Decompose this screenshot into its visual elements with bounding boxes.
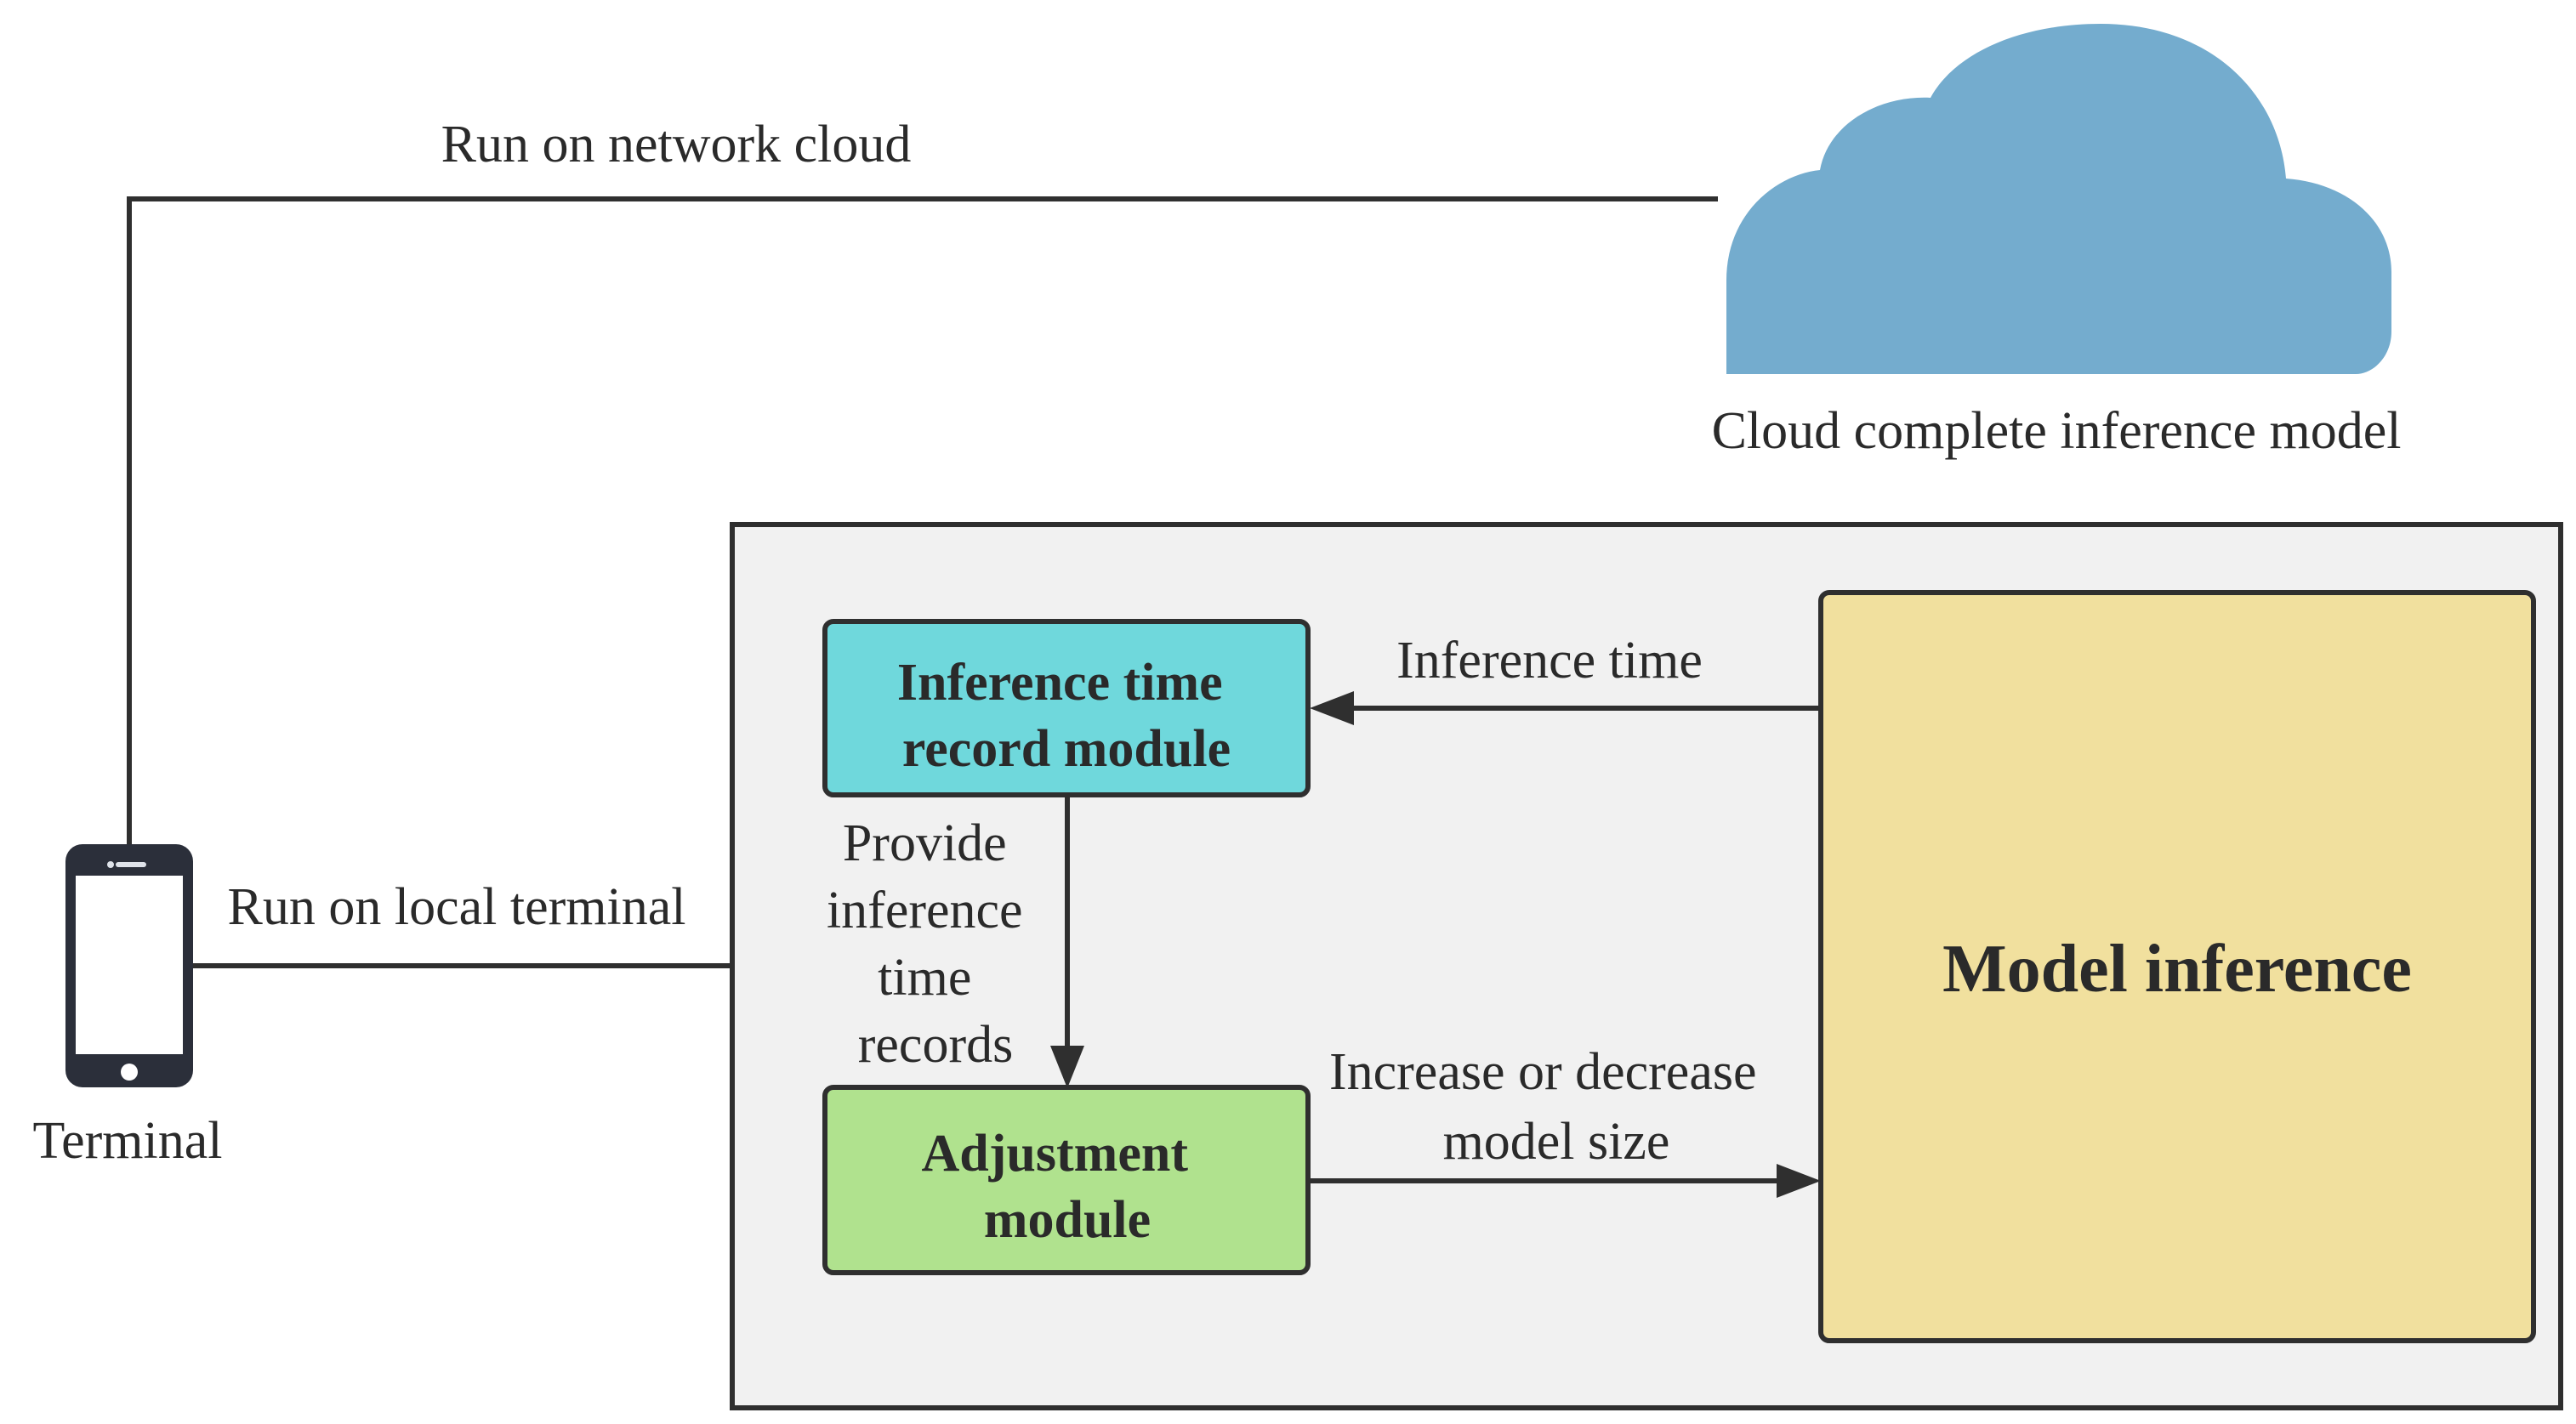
- record-module-line-2: record module: [902, 720, 1231, 778]
- record-module-label: Inference time record module: [897, 654, 1236, 778]
- provide-records-label: Provide inference time records: [827, 814, 1036, 1074]
- provide-records-line-1: Provide: [843, 814, 1007, 872]
- record-module-line-1: Inference time: [897, 654, 1223, 712]
- cloud-model-label: Cloud complete inference model: [1712, 402, 2402, 460]
- model-inference-label: Model inference: [1942, 932, 2412, 1007]
- provide-records-arrowhead: [1050, 1046, 1084, 1088]
- model-size-arrowhead: [1777, 1164, 1821, 1198]
- inference-time-arrowhead: [1310, 691, 1354, 725]
- adjustment-module-line-1: Adjustment: [922, 1125, 1189, 1183]
- provide-records-line-3: time: [878, 949, 971, 1007]
- model-size-line-2: model size: [1443, 1113, 1670, 1171]
- inference-time-label: Inference time: [1396, 632, 1703, 689]
- local-terminal-label: Run on local terminal: [228, 878, 686, 936]
- cloud-icon: [1726, 24, 2391, 374]
- smartphone-icon: [65, 844, 193, 1087]
- network-cloud-label: Run on network cloud: [441, 116, 912, 173]
- terminal-label: Terminal: [33, 1112, 223, 1170]
- provide-records-line-2: inference: [827, 882, 1023, 939]
- cloud-shape: [1726, 24, 2391, 374]
- provide-records-line-4: records: [858, 1016, 1013, 1074]
- network-cloud-connector: [127, 196, 1718, 850]
- adjustment-module-line-2: module: [984, 1191, 1151, 1249]
- model-inference-box: [1818, 590, 2536, 1343]
- model-size-line-1: Increase or decrease: [1329, 1043, 1757, 1101]
- model-size-label: Increase or decrease model size: [1329, 1043, 1770, 1171]
- adjustment-module-label: Adjustment module: [922, 1125, 1202, 1249]
